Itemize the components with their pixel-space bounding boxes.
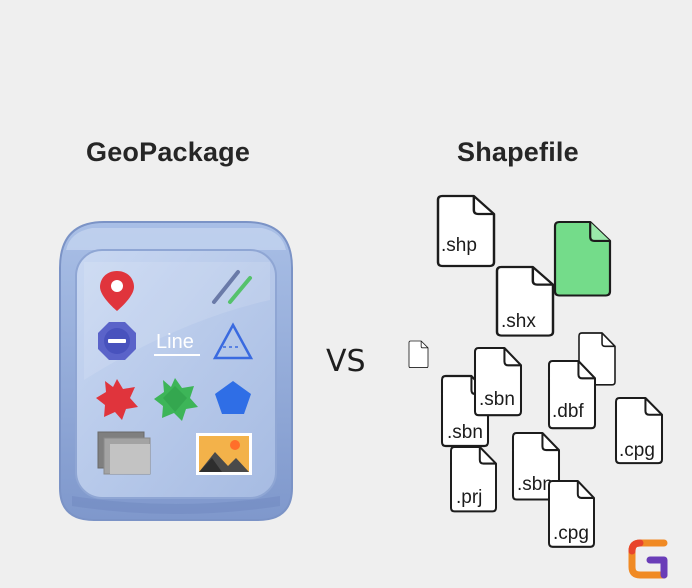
highlighted-file-icon [553, 220, 612, 297]
vs-label: VS [326, 344, 366, 379]
brand-logo-icon [628, 539, 668, 579]
file-label-prj: .prj [456, 487, 482, 508]
map-pin-icon [100, 271, 134, 311]
shapefile-title: Shapefile [457, 137, 579, 167]
blue-pentagon-icon [215, 381, 251, 414]
file-label-sbn-back: .sbn [447, 422, 483, 443]
polygon-minus-icon [98, 322, 136, 360]
file-label-dbf: .dbf [552, 401, 584, 422]
line-label: Line [156, 331, 194, 353]
image-icon [196, 433, 252, 475]
triangle-outline-icon [212, 322, 254, 360]
geopackage-title: GeoPackage [86, 137, 251, 167]
file-label-sbn-bottom: .sbn [517, 474, 553, 495]
line-stroke-icon [212, 270, 252, 304]
file-label-cpg-bottom: .cpg [553, 523, 589, 544]
red-star-icon [96, 379, 138, 420]
file-label-shx: .shx [501, 311, 536, 332]
layers-icon [97, 431, 151, 475]
file-label-shp: .shp [441, 235, 477, 256]
green-star-icon [154, 378, 198, 421]
file-label-sbn-front: .sbn [479, 389, 515, 410]
file-label-cpg-right: .cpg [619, 440, 655, 461]
